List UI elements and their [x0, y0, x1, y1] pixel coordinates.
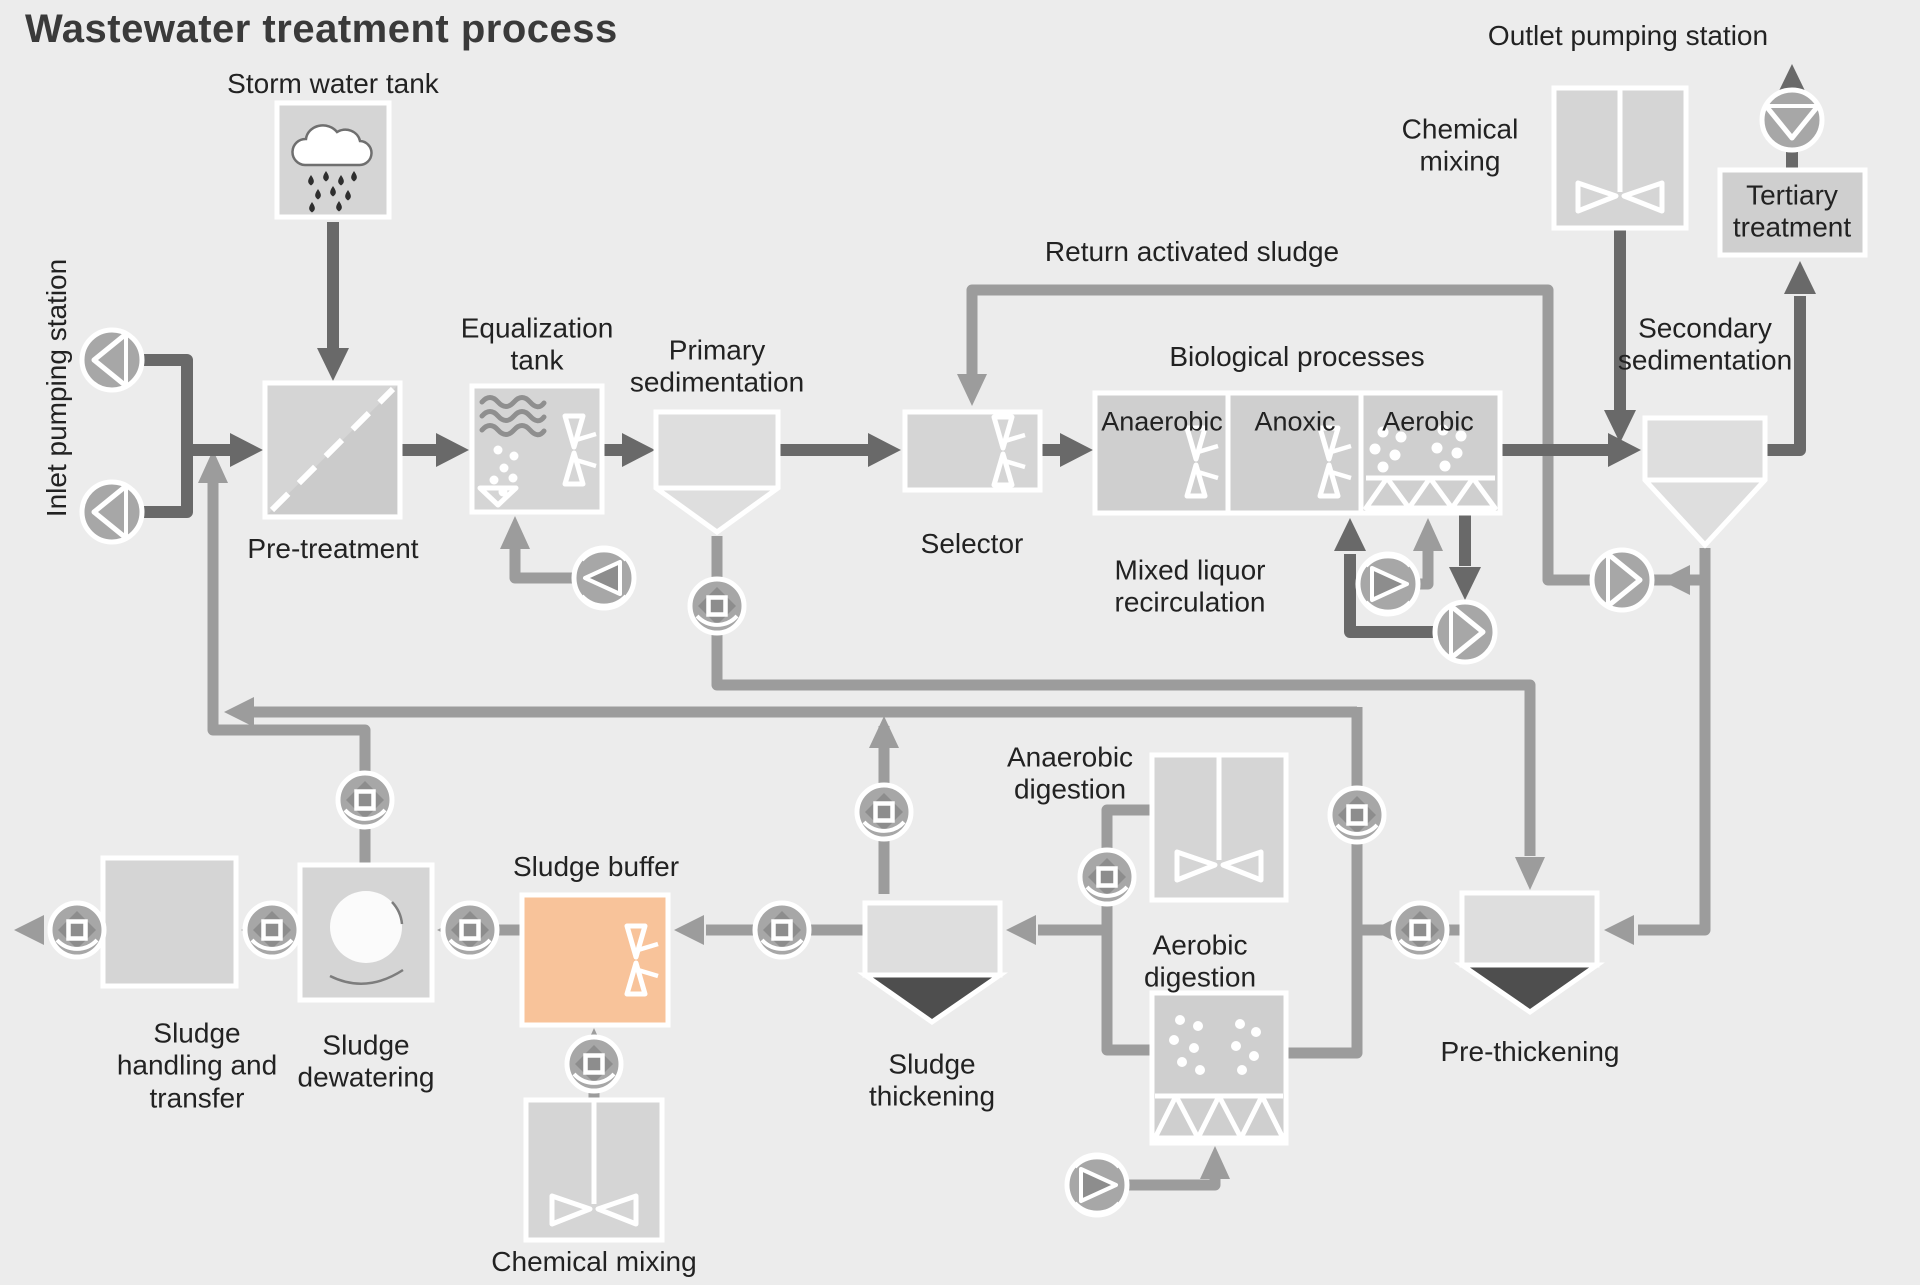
ras-label: Return activated sludge	[1044, 235, 1340, 267]
buffer-outfeed-pump	[443, 903, 497, 957]
sludge-handling-unit	[100, 855, 239, 989]
tertiary-label: Tertiary treatment	[1732, 179, 1852, 243]
selector-label: Selector	[920, 527, 1024, 559]
primary-sedimentation-tank	[653, 409, 781, 536]
bio-processes-label: Biological processes	[1169, 340, 1425, 372]
aeration-diffuser-icon	[1363, 475, 1498, 511]
biological-aeration-blower	[1358, 554, 1418, 614]
sludge-handling-label: Sludge handling and transfer	[116, 1017, 278, 1114]
chemical-dosing-line	[1604, 230, 1636, 443]
tertiary-treatment-unit	[1717, 167, 1868, 258]
aerobic-digestion-label: Aerobic digestion	[1143, 929, 1257, 993]
aeration-diffuser-icon	[1152, 1093, 1286, 1141]
mixer-shaft-icon	[549, 1102, 639, 1227]
secondary-sludge-line	[1604, 548, 1711, 945]
rain-cloud-icon	[291, 124, 373, 213]
mixer-shaft-icon	[1575, 90, 1665, 214]
screen-icon	[269, 386, 396, 513]
inlet-pump-1	[82, 330, 142, 390]
storm-water-tank	[274, 100, 392, 220]
anaerobic-digestion-tank	[1149, 752, 1289, 903]
digestion-aeration-blower	[1067, 1155, 1127, 1215]
digestion-loop-pump	[1080, 850, 1134, 904]
aeration-line-equalization	[500, 516, 574, 584]
sludge-thickening-label: Sludge thickening	[868, 1048, 996, 1112]
pretreatment-label: Pre-treatment	[247, 532, 419, 564]
anaerobic-digestion-label: Anaerobic digestion	[1006, 741, 1134, 805]
equalization-label: Equalization tank	[460, 312, 614, 376]
ras-pump	[1592, 550, 1652, 610]
chem-mixing-bottom-label: Chemical mixing	[491, 1245, 697, 1277]
secondary-sed-label: Secondary sedimentation	[1617, 312, 1793, 376]
primary-sludge-pump	[690, 579, 744, 633]
sludge-dewatering-unit	[297, 862, 435, 1003]
outlet-pump	[1762, 90, 1822, 150]
thickened-sludge-pump	[755, 903, 809, 957]
secondary-sedimentation-tank	[1642, 415, 1768, 549]
sludge-dewatering-label: Sludge dewatering	[297, 1029, 435, 1093]
bio-aerobic-label: Aerobic	[1382, 406, 1474, 437]
main-flow-line	[402, 433, 1641, 467]
pretreatment-unit	[262, 380, 403, 520]
page-title: Wastewater treatment process	[25, 7, 618, 51]
outlet-station-label: Outlet pumping station	[1487, 19, 1769, 51]
mlr-label: Mixed liquor recirculation	[1114, 554, 1266, 618]
pre-thickening-tank	[1453, 890, 1605, 1016]
biological-process-tanks	[1092, 390, 1503, 516]
dewatered-sludge-pump	[245, 903, 299, 957]
digestion-feed-pump	[1330, 788, 1384, 842]
chem-mixing-top-label: Chemical mixing	[1401, 113, 1519, 177]
aeration-line-digestion	[1125, 1146, 1230, 1191]
equalization-blower	[574, 548, 634, 608]
aerobic-digestion-tank	[1149, 990, 1289, 1146]
chemical-dosing-pump	[567, 1037, 621, 1091]
bubbles-icon	[1369, 424, 1467, 473]
centrifuge-drum-icon	[329, 891, 404, 985]
chemical-mixing-tank-bottom	[523, 1097, 665, 1243]
bio-anoxic-label: Anoxic	[1254, 406, 1336, 437]
storm-tank-label: Storm water tank	[227, 67, 439, 99]
inlet-pump-2	[82, 482, 142, 542]
mixer-shaft-icon	[1174, 757, 1264, 883]
hopper-icon	[477, 485, 519, 508]
thickening-supernatant-pump	[857, 785, 911, 839]
selector-tank	[902, 409, 1043, 493]
sludge-thickening-tank	[857, 900, 1009, 1026]
digestion-feed-line	[1286, 707, 1363, 1059]
dewatering-filtrate-pump	[338, 773, 392, 827]
chemical-mixing-tank-top	[1551, 85, 1689, 231]
sludge-buffer-label: Sludge buffer	[512, 850, 680, 882]
bubbles-icon	[489, 445, 519, 497]
inlet-feed-line	[140, 354, 263, 518]
wave-icon	[479, 395, 547, 438]
bubbles-icon	[1169, 1015, 1261, 1075]
pre-thickening-outfeed-pump	[1393, 903, 1447, 957]
primary-sed-label: Primary sedimentation	[629, 334, 805, 398]
digested-sludge-line	[1006, 915, 1107, 945]
mixed-liquor-recirculation-line	[1334, 515, 1481, 638]
inlet-station-label: Inlet pumping station	[40, 258, 72, 518]
pre-thickening-label: Pre-thickening	[1440, 1035, 1620, 1067]
sludge-buffer-tank	[519, 892, 671, 1028]
bio-anaerobic-label: Anaerobic	[1101, 406, 1223, 437]
equalization-tank	[469, 383, 605, 515]
mlr-pump	[1435, 602, 1495, 662]
sludge-export-pump	[50, 903, 104, 957]
storm-overflow-line	[317, 222, 349, 381]
